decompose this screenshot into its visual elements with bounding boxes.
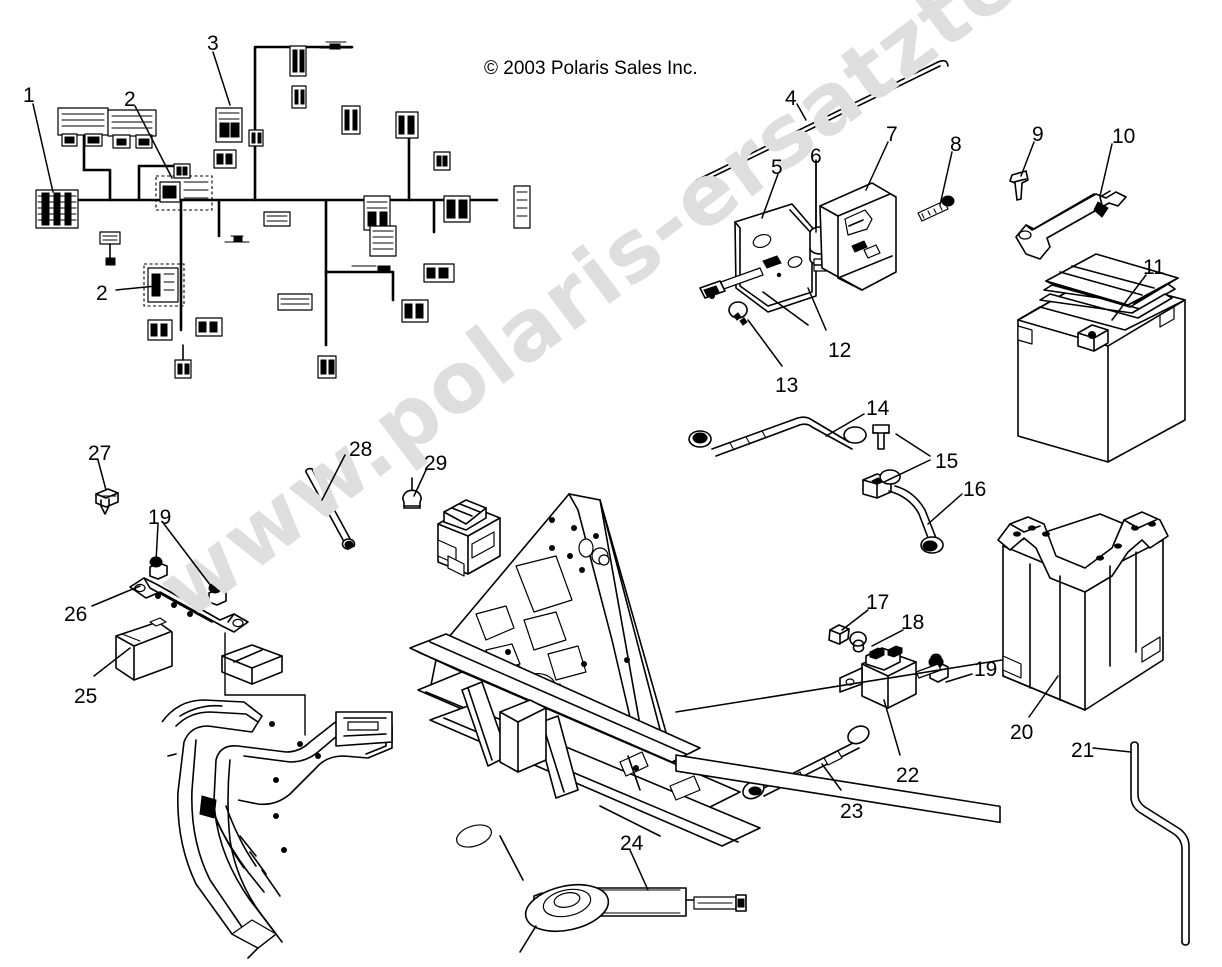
battery-cable-part14: [688, 416, 867, 457]
callout-16: 16: [963, 478, 987, 501]
callout-20: 20: [1010, 721, 1034, 744]
bent-rod-part21: [1130, 741, 1190, 946]
battery-part11: [1017, 253, 1186, 463]
grommet-part27: [95, 488, 119, 515]
bolt-part9: [1009, 170, 1029, 201]
callout-10: 10: [1112, 125, 1136, 148]
push-fastener-19-left-b: [208, 582, 227, 606]
callout-15: 15: [935, 450, 959, 473]
callout-29: 29: [424, 452, 448, 475]
callout-6: 6: [810, 145, 822, 168]
callout-21: 21: [1071, 739, 1095, 762]
callout-25: 25: [74, 685, 98, 708]
screw-part8: [917, 195, 955, 222]
switch-module-assembly: [437, 499, 501, 577]
callout-2a: 2: [124, 88, 136, 111]
hold-down-strap-part10: [1015, 190, 1127, 260]
solenoid-hardware-17-18: [828, 624, 867, 653]
callout-28: 28: [349, 438, 373, 461]
callout-2b: 2: [96, 282, 108, 305]
callout-23: 23: [840, 800, 864, 823]
callout-17: 17: [866, 591, 890, 614]
callout-18: 18: [901, 611, 925, 634]
wiring-harness-assembly: [35, 41, 531, 379]
callout-7: 7: [886, 123, 898, 146]
frame-bulkhead-assembly: [409, 493, 1003, 953]
callout-1: 1: [23, 84, 35, 107]
callout-9: 9: [1032, 123, 1044, 146]
bracket-plate-part5: [699, 203, 817, 313]
callout-5: 5: [771, 156, 783, 179]
assembly-pointer-bracket: [224, 632, 306, 736]
battery-cable-part16: [879, 469, 944, 554]
callout-22: 22: [896, 764, 920, 787]
hold-down-rod-part4: [692, 59, 949, 192]
callout-27: 27: [88, 442, 112, 465]
stud-nut-12-13: [728, 291, 809, 326]
front-bumper-rack-assembly: [161, 699, 393, 959]
callout-19-left: 19: [148, 506, 172, 529]
callout-4: 4: [785, 87, 797, 110]
callout-3: 3: [207, 32, 219, 55]
callout-11: 11: [1143, 256, 1165, 279]
callout-19-right: 19: [974, 658, 998, 681]
cover-shroud-part7: [819, 182, 897, 291]
callout-8: 8: [950, 133, 962, 156]
callout-24: 24: [620, 832, 644, 855]
copyright-notice: © 2003 Polaris Sales Inc.: [484, 58, 698, 79]
callout-13: 13: [775, 374, 799, 397]
callout-12: 12: [828, 339, 852, 362]
callout-14: 14: [866, 397, 890, 420]
long-rod-part28: [305, 467, 356, 550]
battery-box-part20: [997, 511, 1169, 711]
mounting-bracket-part26: [129, 577, 283, 685]
callout-26: 26: [64, 603, 88, 626]
relay-module-part25: [115, 617, 173, 681]
